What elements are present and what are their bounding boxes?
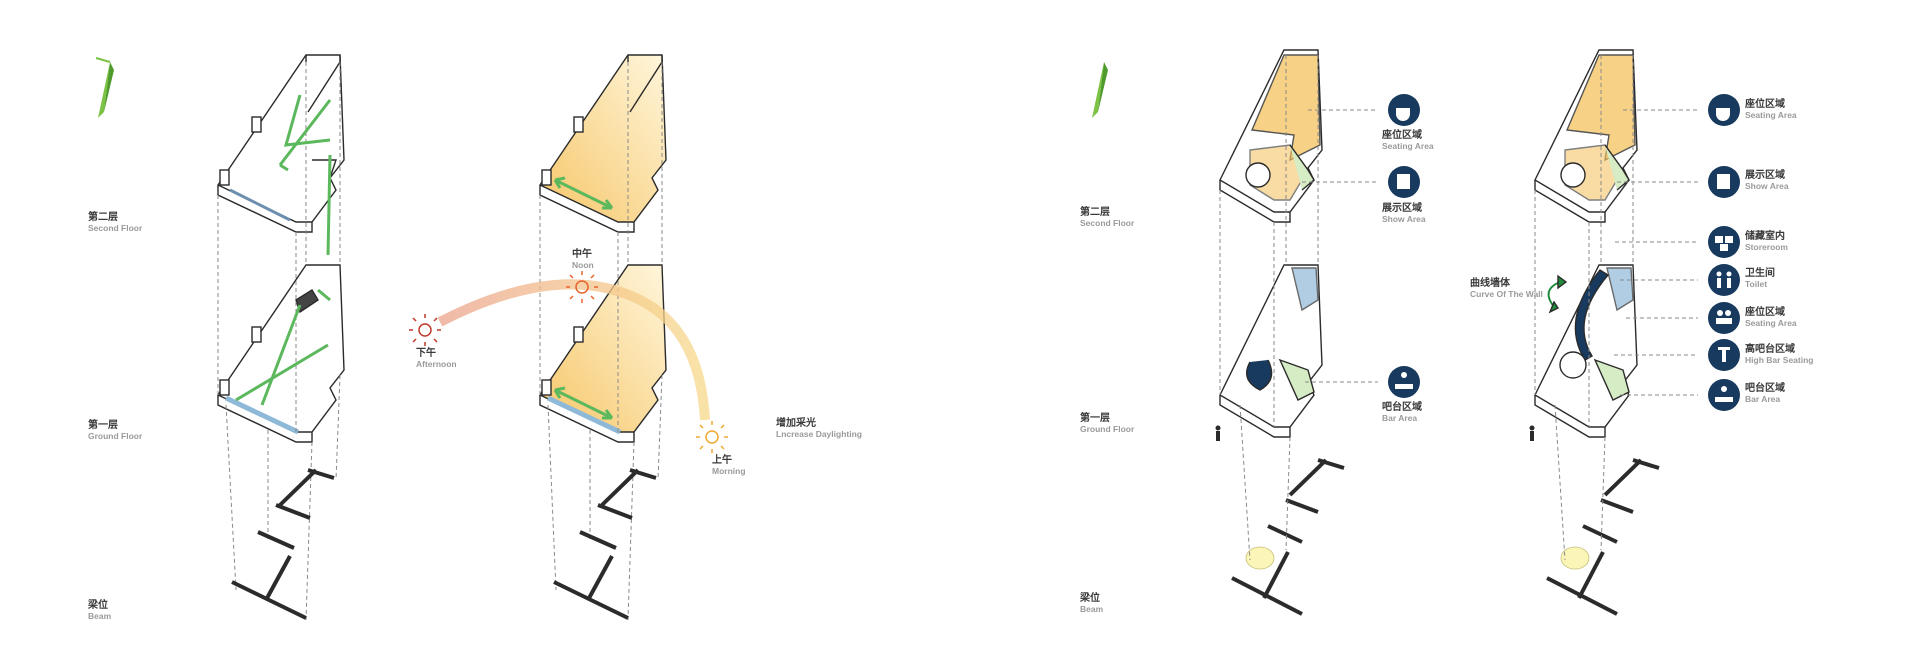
legend-en: Storeroom [1745, 241, 1788, 252]
daylight-analysis-svg [95, 54, 728, 621]
function-zoning-panel: 第二层 Second Floor 第一层 Ground Floor 梁位 Bea… [1040, 0, 1920, 658]
beam-label: 梁位 Beam [88, 600, 111, 621]
legend-zh: 展示区域 [1745, 170, 1785, 181]
legend-item: 展示区域 Show Area [1745, 170, 1789, 191]
legend-zh: 吧台区域 [1745, 383, 1785, 394]
beam-en: Beam [1080, 603, 1104, 614]
ground-floor-en: Ground Floor [1080, 423, 1135, 434]
daylight-zh: 增加采光 [776, 418, 816, 429]
curve-wall-en: Curve Of The Wall [1470, 288, 1543, 299]
curve-wall-label: 曲线墙体 Curve Of The Wall [1470, 278, 1543, 299]
second-floor-en: Second Floor [88, 222, 143, 233]
morning-label: 上午 Morning [712, 455, 746, 476]
scale-person-icon [1215, 425, 1535, 441]
legend-zh: 吧台区域 [1382, 402, 1422, 413]
legend-en: Seating Area [1745, 109, 1797, 120]
legend-zh: 卫生间 [1745, 268, 1775, 279]
legend-item: 储藏室内 Storeroom [1745, 231, 1788, 252]
noon-sun-icon [566, 271, 598, 303]
morning-sun-icon [696, 421, 728, 453]
legend-zh: 座位区域 [1382, 130, 1422, 141]
legend-zh: 储藏室内 [1745, 231, 1785, 242]
ground-floor-en: Ground Floor [88, 430, 143, 441]
legend-item: 高吧台区域 High Bar Seating [1745, 344, 1813, 365]
legend-zh: 座位区域 [1745, 307, 1785, 318]
zoning-building-model-right [1534, 49, 1698, 616]
legend-item: 卫生间 Toilet [1745, 268, 1775, 289]
zoning-building-model-left [1219, 49, 1378, 616]
second-floor-zh: 第二层 [88, 212, 118, 223]
second-floor-en: Second Floor [1080, 217, 1135, 228]
noon-en: Noon [572, 259, 594, 270]
legend-en: Seating Area [1745, 317, 1797, 328]
legend-item: 吧台区域 Bar Area [1745, 383, 1785, 404]
legend-zh: 展示区域 [1382, 203, 1422, 214]
legend-item: 座位区域 Seating Area [1745, 307, 1797, 328]
daylight-analysis-panel: 第二层 Second Floor 第一层 Ground Floor 梁位 Bea… [0, 0, 930, 658]
legend-zh: 座位区域 [1745, 99, 1785, 110]
noon-label: 中午 Noon [572, 249, 594, 270]
legend-zh: 高吧台区域 [1745, 344, 1795, 355]
afternoon-label: 下午 Afternoon [416, 348, 457, 369]
ground-floor-label: 第一层 Ground Floor [88, 420, 142, 441]
sun-path-arc [437, 279, 710, 421]
legend-en: Seating Area [1382, 140, 1434, 151]
ground-floor-label: 第一层 Ground Floor [1080, 413, 1134, 434]
beam-label: 梁位 Beam [1080, 593, 1103, 614]
legend-en: Show Area [1382, 213, 1426, 224]
daylight-en: Lncrease Daylighting [776, 428, 862, 439]
north-arrow-icon [1092, 62, 1108, 118]
morning-en: Morning [712, 465, 746, 476]
legend-en: Bar Area [1382, 412, 1418, 423]
beam-zh: 梁位 [88, 600, 108, 611]
beam-zh: 梁位 [1080, 593, 1100, 604]
left-legend-icons [1388, 94, 1420, 398]
right-legend-icons [1708, 94, 1740, 411]
legend-en: Toilet [1745, 278, 1768, 289]
circulation-building-model [216, 54, 345, 621]
legend-en: High Bar Seating [1745, 354, 1814, 365]
legend-item: 展示区域 Show Area [1382, 203, 1426, 224]
legend-item: 吧台区域 Bar Area [1382, 402, 1422, 423]
legend-item: 座位区域 Seating Area [1745, 99, 1797, 120]
afternoon-en: Afternoon [416, 358, 457, 369]
ground-floor-zh: 第一层 [88, 420, 118, 431]
legend-en: Bar Area [1745, 393, 1781, 404]
second-floor-label: 第二层 Second Floor [88, 212, 142, 233]
north-arrow-icon [95, 57, 114, 118]
legend-en: Show Area [1745, 180, 1789, 191]
function-zoning-svg [1092, 49, 1740, 616]
daylight-label: 增加采光 Lncrease Daylighting [776, 418, 862, 439]
afternoon-zh: 下午 [416, 348, 436, 359]
ground-floor-zh: 第一层 [1080, 413, 1110, 424]
noon-zh: 中午 [572, 249, 592, 260]
morning-zh: 上午 [712, 455, 732, 466]
legend-item: 座位区域 Seating Area [1382, 130, 1434, 151]
second-floor-label: 第二层 Second Floor [1080, 207, 1134, 228]
curve-wall-zh: 曲线墙体 [1470, 278, 1510, 289]
afternoon-sun-icon [409, 314, 441, 346]
second-floor-zh: 第二层 [1080, 207, 1110, 218]
beam-en: Beam [88, 610, 112, 621]
daylight-building-model [538, 54, 667, 621]
